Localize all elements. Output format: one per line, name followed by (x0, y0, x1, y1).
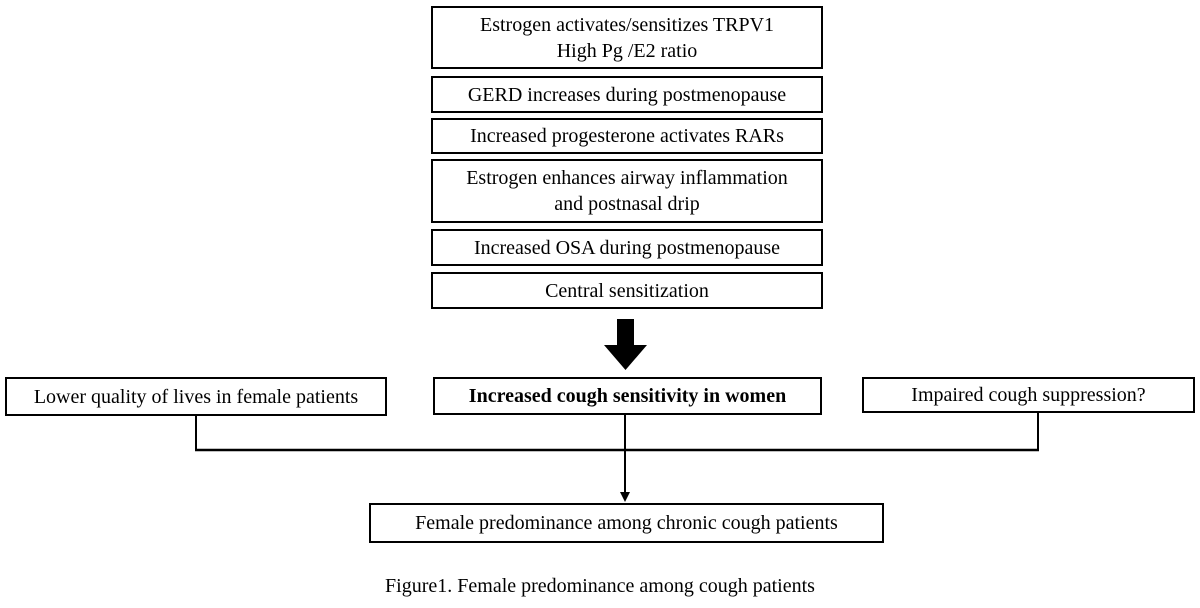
factor-box-osa: Increased OSA during postmenopause (431, 229, 823, 266)
factor-text-trpv1-line2: High Pg /E2 ratio (556, 39, 698, 62)
outcome-text: Female predominance among chronic cough … (415, 512, 838, 534)
factor-box-gerd: GERD increases during postmenopause (431, 76, 823, 113)
factor-text-airway-line1: Estrogen enhances airway inflammation (466, 167, 788, 189)
factor-box-airway-inflammation: Estrogen enhances airway inflammation an… (431, 159, 823, 223)
factor-text-progesterone: Increased progesterone activates RARs (470, 125, 784, 147)
middle-box-cough-suppression: Impaired cough suppression? (862, 377, 1195, 413)
middle-text-quality-of-life: Lower quality of lives in female patient… (33, 385, 359, 408)
middle-text-cough-sensitivity: Increased cough sensitivity in women (468, 385, 787, 407)
factor-text-gerd: GERD increases during postmenopause (467, 83, 787, 106)
factor-text-airway-line2: and postnasal drip (554, 193, 700, 215)
middle-box-cough-sensitivity: Increased cough sensitivity in women (433, 377, 822, 415)
thick-down-arrow (604, 319, 647, 370)
factor-box-central-sensitization: Central sensitization (431, 272, 823, 309)
factor-box-progesterone: Increased progesterone activates RARs (431, 118, 823, 154)
factor-text-trpv1-line1: Estrogen activates/sensitizes TRPV1 (479, 13, 775, 36)
factor-text-osa: Increased OSA during postmenopause (473, 236, 781, 259)
middle-text-cough-suppression: Impaired cough suppression? (911, 384, 1146, 406)
figure-caption: Figure1. Female predominance among cough… (385, 575, 815, 597)
factor-box-trpv1: Estrogen activates/sensitizes TRPV1 High… (431, 6, 823, 69)
middle-box-quality-of-life: Lower quality of lives in female patient… (5, 377, 387, 416)
connector-center-arrowhead (620, 492, 630, 502)
factor-text-central-sensitization: Central sensitization (545, 279, 709, 302)
outcome-box: Female predominance among chronic cough … (369, 503, 884, 543)
